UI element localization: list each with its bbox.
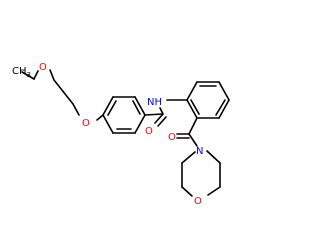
bond-ch2-o1 — [33, 70, 39, 80]
bond-o2-ring1 — [96, 114, 104, 121]
bond-ring2-a — [186, 81, 198, 101]
bond-ring2-c — [218, 81, 230, 101]
atom-ether-oxygen-1: O — [39, 62, 47, 73]
bond-ring2-d — [218, 99, 230, 119]
bond-ring1-a — [102, 96, 114, 116]
bond-ring1-carbonyl — [144, 113, 164, 116]
bond-carbonyl-nh — [159, 107, 164, 115]
bond-morph-f — [181, 151, 196, 164]
bond-ring2-d-inner — [215, 99, 226, 116]
bond-ring2-f-inner — [190, 99, 200, 115]
bond-morph-d — [181, 186, 193, 197]
bond-ring1-a-inner — [107, 100, 117, 116]
molecule-drawing: CH3 O O NH O O N O — [12, 62, 230, 207]
atom-ch3: CH3 — [12, 66, 31, 79]
atom-ketone-oxygen: O — [168, 132, 176, 143]
bond-ch2-ch2 — [53, 79, 74, 105]
atom-morpholine-oxygen: O — [194, 196, 202, 207]
bond-morph-c — [207, 186, 221, 196]
bond-morph-a — [206, 150, 221, 164]
bond-ch3-ch2 — [21, 71, 35, 80]
atom-amide-oxygen: O — [145, 126, 153, 137]
atom-label-layer: CH3 O O NH O O N O — [12, 62, 203, 207]
atom-ether-oxygen-2: O — [82, 118, 90, 129]
bond-ring1-d — [134, 114, 146, 134]
bond-ring2-f — [186, 99, 198, 119]
bond-ring1-c-inner — [132, 100, 141, 115]
bond-layer — [21, 69, 230, 197]
bond-ring1-c — [134, 96, 146, 116]
bond-o1-ch2 — [49, 69, 55, 81]
bond-ch2-o2 — [72, 103, 80, 116]
bond-carbonyl-o — [154, 113, 164, 124]
bond-carbonyl-o-double — [157, 116, 167, 127]
bond-ketone-n — [188, 133, 198, 147]
bond-ring1-f — [102, 114, 114, 134]
bond-ring2-ketone — [188, 117, 198, 135]
atom-morpholine-nitrogen: N — [196, 146, 203, 157]
atom-amide-nh: NH — [147, 97, 162, 108]
